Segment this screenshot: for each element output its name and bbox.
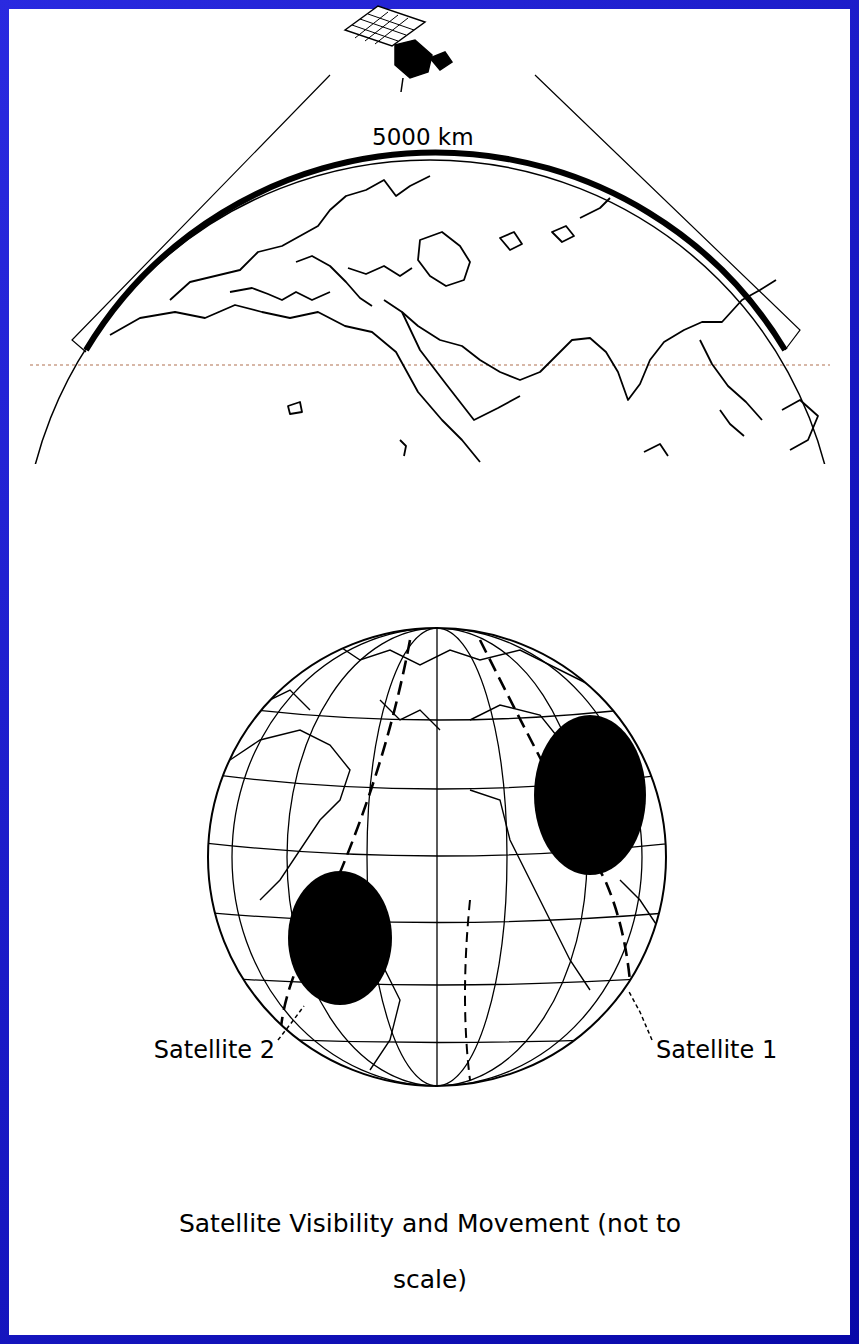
white-panel [9, 9, 850, 1335]
distance-label: 5000 km [372, 124, 474, 150]
satellite-label: Satellite 1 [656, 1036, 777, 1064]
figure-caption: Satellite Visibility and Movement (not t… [150, 1196, 710, 1308]
satellite-label: Satellite 2 [154, 1036, 275, 1064]
